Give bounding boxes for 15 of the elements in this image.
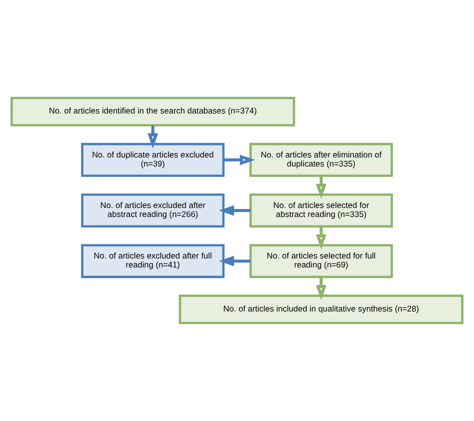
arrow [316,226,326,250]
arrow [316,277,326,300]
node-box: No. of articles selected for abstract reading (n=335) [249,194,393,228]
node-box: No. of articles after elimination of duplicates (n=335) [249,142,393,177]
node-box: No. of articles selected for full reading (n=69) [249,244,393,278]
arrow [218,256,250,266]
arrow [316,176,326,199]
node-box: No. of articles excluded after full reading (n=41) [81,244,225,278]
node-box: No. of articles excluded after abstract reading (n=266) [81,194,225,228]
arrow [148,125,158,148]
arrow [224,154,255,166]
node-box: No. of articles included in qualitative synthesis (n=28) [178,294,464,324]
node-box: No. of duplicate articles excluded (n=39) [81,142,225,177]
arrow [218,205,250,216]
node-box: No. of articles identified in the search databases (n=374) [10,96,296,126]
